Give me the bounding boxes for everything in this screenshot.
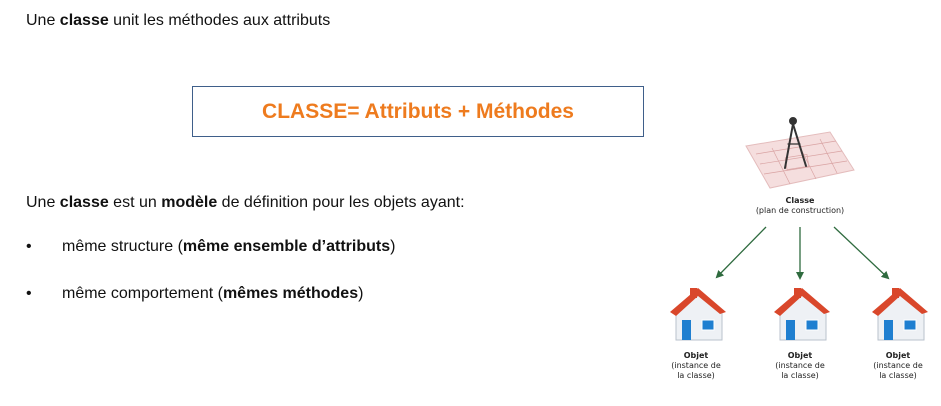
object-caption-title: Objet (787, 351, 813, 360)
bullet-text: même comportement (mêmes méthodes) (62, 285, 363, 303)
object-caption-line1: (instance de (775, 361, 825, 370)
bullet-post: ) (390, 238, 396, 255)
definition-mid: est un (108, 194, 162, 211)
formula-text: CLASSE= Attributs + Méthodes (262, 99, 574, 123)
class-caption-subtitle: (plan de construction) (755, 206, 845, 215)
bullet-pre: même comportement ( (62, 285, 223, 302)
intro-post: unit les méthodes aux attributs (108, 12, 331, 29)
object-caption: Objet (instance de la classe) (862, 351, 934, 381)
object-caption: Objet (instance de la classe) (764, 351, 836, 381)
bullet-text: même structure (même ensemble d’attribut… (62, 238, 395, 256)
object-caption-line1: (instance de (671, 361, 721, 370)
house-icon (670, 288, 726, 341)
formula-box: CLASSE= Attributs + Méthodes (192, 86, 644, 137)
compass-icon (784, 117, 807, 169)
object-caption: Objet (instance de la classe) (660, 351, 732, 381)
definition-bold-modele: modèle (161, 194, 218, 211)
object-caption-line2: la classe) (781, 371, 819, 380)
definition-pre: Une (26, 194, 60, 211)
class-object-diagram: Classe (plan de construction) Objet (ins… (660, 108, 941, 401)
blueprint-icon (745, 117, 855, 189)
house-icon (872, 288, 928, 341)
bullet-bold: mêmes méthodes (222, 285, 359, 302)
object-caption-title: Objet (885, 351, 911, 360)
diagram-graphic (670, 117, 928, 341)
object-caption-line2: la classe) (677, 371, 715, 380)
bullet-pre: même structure ( (62, 238, 183, 255)
bullet-bold: même ensemble d’attributs (182, 238, 391, 255)
bullet-marker: • (26, 285, 32, 302)
definition-text: Une classe est un modèle de définition p… (26, 194, 465, 212)
object-caption-title: Objet (683, 351, 709, 360)
object-caption-line2: la classe) (879, 371, 917, 380)
instantiation-arrows (715, 226, 890, 280)
definition-post: de définition pour les objets ayant: (217, 194, 465, 211)
bullet-post: ) (358, 285, 364, 302)
bullet-marker: • (26, 238, 32, 255)
intro-bold: classe (59, 12, 109, 29)
house-icon (774, 288, 830, 341)
class-caption-title: Classe (785, 196, 815, 205)
intro-pre: Une (26, 12, 60, 29)
class-caption: Classe (plan de construction) (720, 196, 880, 216)
intro-text: Une classe unit les méthodes aux attribu… (26, 12, 330, 30)
definition-bold-classe: classe (59, 194, 109, 211)
object-caption-line1: (instance de (873, 361, 923, 370)
